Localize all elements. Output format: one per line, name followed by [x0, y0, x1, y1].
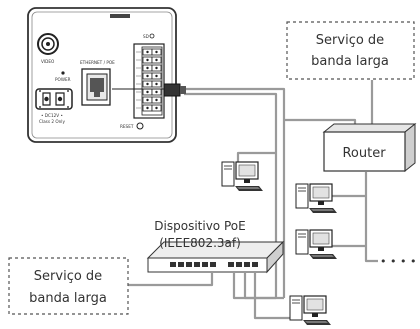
cable-camera-main — [178, 87, 286, 298]
poe-ports-icon — [170, 262, 258, 267]
poe-switch: Dispositivo PoE (IEEE802.3af) — [146, 219, 285, 274]
cable-router-trunk — [364, 172, 378, 263]
continuation-dots: • • • • — [380, 255, 416, 268]
cable-poe-broadband — [128, 273, 214, 287]
broadband-top-line2: banda larga — [311, 54, 389, 69]
sd-slot-icon — [110, 14, 130, 18]
broadband-service-bottom: Serviço de banda larga — [8, 257, 129, 315]
power-spec-line2: Class 2 Only — [39, 119, 65, 124]
broadband-service-top: Serviço de banda larga — [286, 21, 415, 80]
power-label: POWER — [55, 77, 71, 82]
router: Router — [322, 122, 417, 173]
terminal-block-icon — [133, 43, 165, 119]
poe-label-line1: Dispositivo PoE — [154, 219, 245, 233]
poe-label-line2: (IEEE802.3af) — [159, 236, 241, 250]
sd-label: SD — [143, 34, 149, 39]
camera-rear-panel: VIDEO POWER • DC12V • Class 2 Only ETHER… — [27, 7, 177, 143]
pc-icon — [289, 295, 332, 326]
cables — [128, 80, 378, 320]
broadband-top-line1: Serviço de — [316, 33, 384, 48]
pc-icon — [221, 161, 264, 192]
cable-pc-bottom — [253, 273, 296, 320]
video-label: VIDEO — [41, 59, 55, 64]
power-spec-line1: • DC12V • — [41, 113, 63, 118]
reset-label: RESET — [120, 124, 134, 129]
pc-icon — [295, 229, 338, 260]
broadband-bottom-line1: Serviço de — [34, 269, 102, 284]
power-led-icon — [61, 71, 65, 75]
pc-icon — [295, 183, 338, 214]
cable-pc-mid — [236, 151, 276, 164]
power-terminal-icon — [35, 88, 73, 110]
broadband-bottom-line2: banda larga — [29, 291, 107, 306]
ethernet-label: ETHERNET / POE — [80, 60, 115, 65]
rj45-plug-icon — [112, 83, 186, 97]
reset-button-icon — [136, 122, 144, 130]
ethernet-port-icon — [81, 68, 111, 106]
router-label: Router — [342, 146, 386, 161]
